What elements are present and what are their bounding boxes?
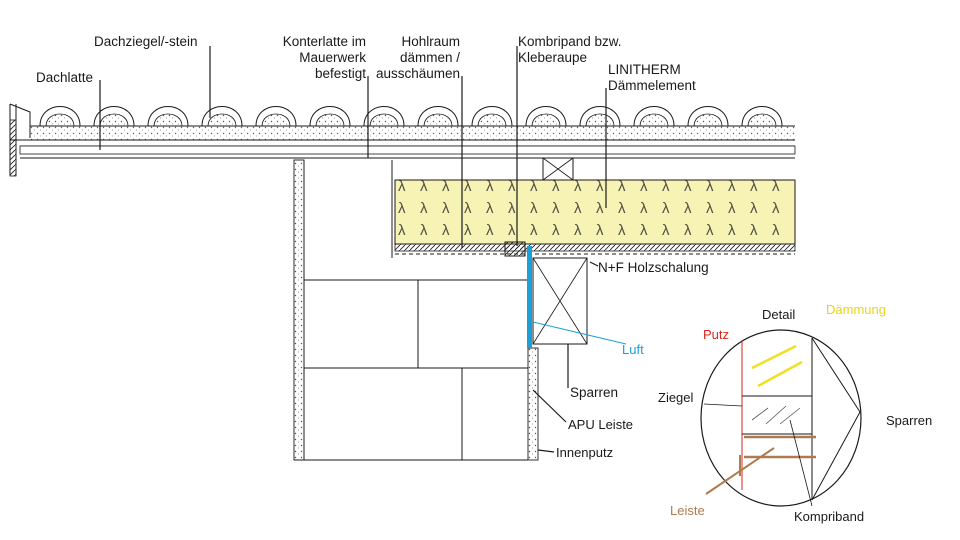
detail-circle [700,329,862,507]
roof-tile-inner [477,113,507,127]
roof-tile-inner [369,113,399,127]
label-konterlatte-3: befestigt [315,66,366,81]
innenputz-strip [527,347,539,461]
label-kombripand-1: Kombripand bzw. [518,34,622,49]
leader-lines [99,46,627,453]
detail-ziegel-hatch-1 [751,407,769,421]
roof-tile-inner [207,113,237,127]
label-innenputz: Innenputz [556,445,613,460]
detail-title: Detail [762,307,795,322]
roof-tile-inner [315,113,345,127]
label-dachlatte: Dachlatte [36,70,93,85]
detail-label-ziegel: Ziegel [658,390,694,405]
leader-apu [532,389,567,423]
roof-tile-inner [99,113,129,127]
labels: Dachziegel/-stein Dachlatte Konterlatte … [36,34,709,460]
roof-tile-inner [747,113,777,127]
roof-tile-inner [423,113,453,127]
label-sparren: Sparren [570,385,618,400]
label-dachziegel: Dachziegel/-stein [94,34,198,49]
label-hohlraum-1: Hohlraum [401,34,460,49]
label-linitherm-1: LINITHERM [608,62,681,77]
label-linitherm-2: Dämmelement [608,78,696,93]
label-luft: Luft [622,342,644,357]
detail-label-leiste: Leiste [670,503,705,518]
leader-innenputz [537,449,555,453]
gutter-board [9,119,17,177]
label-holzschalung: N+F Holzschalung [598,260,709,275]
label-konterlatte-2: Mauerwerk [299,50,366,65]
roof-tile-inner [153,113,183,127]
luft-gap-strip [527,246,532,348]
label-hohlraum-3: ausschäumen [376,66,460,81]
leader-holzschalung [589,261,599,267]
konterlatte-cross-2 [542,157,574,181]
label-hohlraum-2: dämmen / [400,50,460,65]
detail-label-kompriband: Kompriband [794,509,864,524]
detail-view: Detail Dämmung Putz Ziegel Sparren Leist… [658,302,932,524]
mortar-bed [30,126,795,140]
detail-daemmung-stroke-2 [757,360,803,388]
roof-tile-inner [585,113,615,127]
sparren [532,157,588,345]
tile-row [39,106,783,127]
detail-ziegel-hatch-3 [779,407,801,425]
detail-kompriband-leader [789,419,813,507]
roof-tile-inner [261,113,291,127]
roof-tile-inner [531,113,561,127]
detail-label-sparren: Sparren [886,413,932,428]
kombripand-block [504,241,526,257]
detail-label-daemmung: Dämmung [826,302,886,317]
roof-tile-inner [45,113,75,127]
lambda-pattern [395,180,795,244]
roof-tiles [9,103,796,177]
label-apu-leiste: APU Leiste [568,417,633,432]
detail-daemmung-stroke-1 [751,344,797,370]
dachlatte-strip [19,145,796,155]
wall-plaster-left [293,159,305,461]
detail-ziegel-leader [703,403,743,407]
n-f-holzschalung-board [394,243,796,252]
label-kombripand-2: Kleberaupe [518,50,587,65]
detail-label-putz: Putz [703,327,729,342]
leader-luft [532,321,627,345]
roof-tile-inner [693,113,723,127]
wall [293,159,539,461]
sparren-cross-2 [532,257,588,345]
roof-tile-inner [639,113,669,127]
detail-ziegel-hatch-2 [765,405,787,425]
detail-sparren-wedge [811,337,861,501]
label-konterlatte-1: Konterlatte im [283,34,366,49]
